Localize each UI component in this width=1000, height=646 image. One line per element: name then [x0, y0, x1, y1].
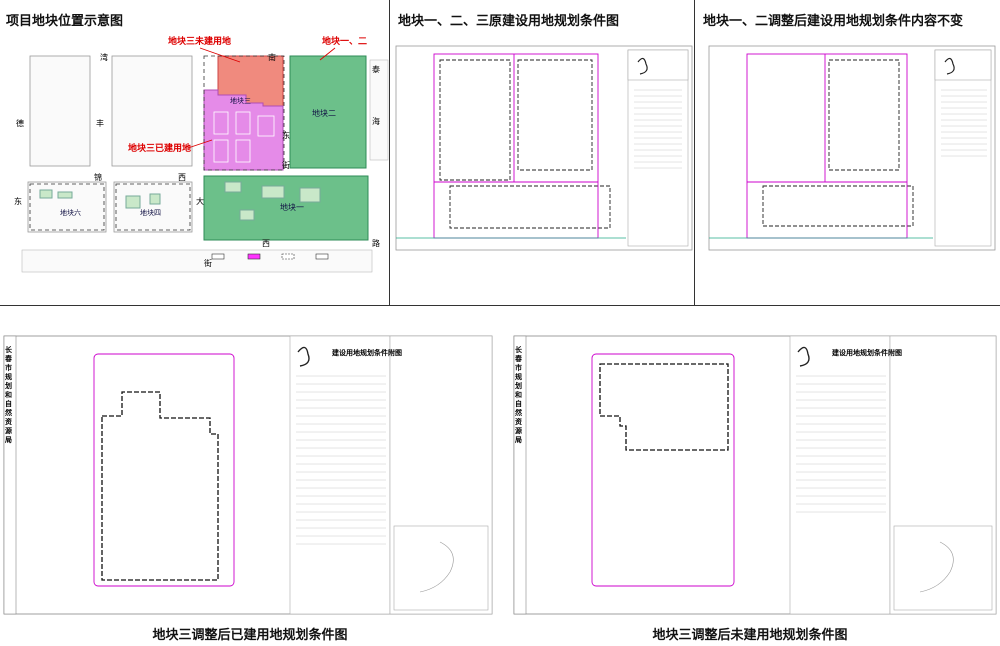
- unbuilt-plan-panel: 建设用地规划条件附图 长春市规划和自然资源局 地块三调整后未建用地规划条件图: [500, 306, 1000, 646]
- original-plan-title: 地块一、二、三原建设用地规划条件图: [398, 14, 620, 29]
- road-label: 丰: [96, 119, 104, 128]
- label-plot-six: 地块六: [60, 209, 81, 217]
- road-label: 德: [16, 119, 24, 128]
- unbuilt-plan-drawing: [513, 335, 997, 615]
- road-label: 西: [262, 239, 270, 248]
- road-label: 南: [268, 53, 276, 62]
- adjusted-plots12-panel: 地块一、二调整后建设用地规划条件内容不变: [695, 0, 1000, 306]
- road-label: 路: [372, 239, 380, 248]
- label-plot-four: 地块四: [140, 209, 161, 217]
- road-label: 东: [14, 197, 22, 206]
- road-label: 西: [178, 173, 186, 182]
- built-org-label: 长春市规划和自然资源局: [5, 346, 12, 444]
- original-plan-drawing: [395, 45, 693, 251]
- road-label: 泰: [372, 65, 380, 74]
- location-map-title: 项目地块位置示意图: [6, 14, 124, 29]
- adjusted-plots12-drawing: [708, 45, 996, 251]
- built-plan-drawing: [3, 335, 493, 615]
- road-label: 大: [196, 197, 204, 206]
- built-plan-panel: 建设用地规划条件附图 长春市规划和自然资源局 地块三调整后已建用地规划条件图: [0, 306, 500, 646]
- road-label: 湾: [100, 53, 108, 62]
- road-label: 海: [372, 117, 380, 126]
- unbuilt-org-label: 长春市规划和自然资源局: [515, 346, 522, 444]
- label-plot12: 地块一、二: [322, 37, 368, 47]
- unbuilt-caption: 地块三调整后未建用地规划条件图: [652, 628, 848, 643]
- unbuilt-sheet-title: 建设用地规划条件附图: [832, 349, 902, 357]
- road-label: 街: [282, 161, 290, 170]
- label-plot3-unbuilt: 地块三未建用地: [168, 37, 232, 47]
- adjusted-plots12-title: 地块一、二调整后建设用地规划条件内容不变: [703, 14, 964, 29]
- location-map-drawing: [21, 47, 389, 273]
- built-caption: 地块三调整后已建用地规划条件图: [152, 628, 348, 643]
- road-label: 街: [204, 259, 212, 268]
- built-sheet-title: 建设用地规划条件附图: [332, 349, 402, 357]
- label-plot-one: 地块一: [280, 203, 304, 212]
- road-label: 东: [282, 131, 290, 140]
- original-plan-panel: 地块一、二、三原建设用地规划条件图: [390, 0, 695, 306]
- location-map-panel: 项目地块位置示意图: [0, 0, 390, 306]
- label-plot-three: 地块三: [230, 97, 251, 105]
- label-plot3-built: 地块三已建用地: [128, 144, 192, 154]
- label-plot-two: 地块二: [312, 109, 336, 118]
- road-label: 锦: [94, 173, 102, 182]
